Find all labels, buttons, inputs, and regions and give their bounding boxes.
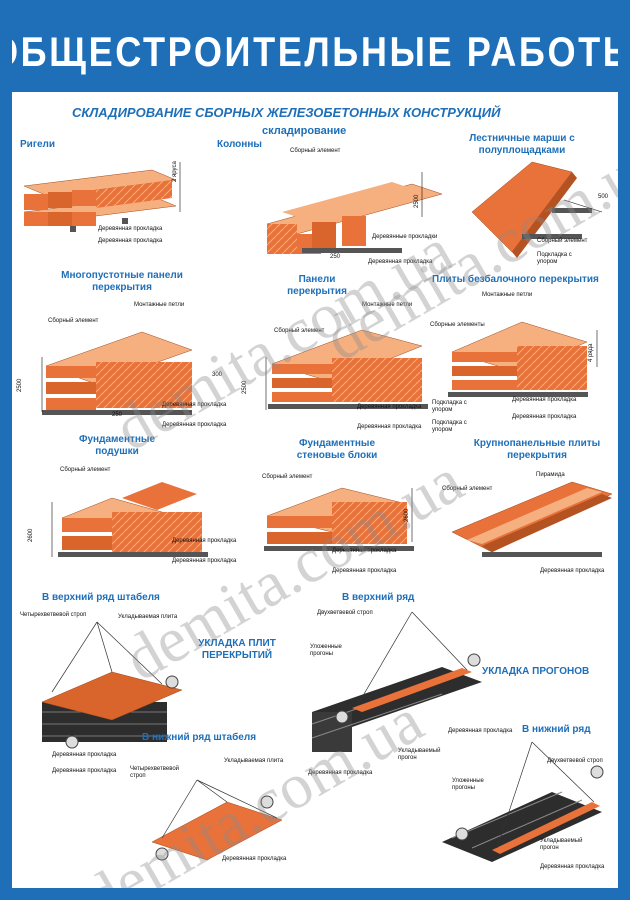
note-progony-top-3: Деревянная прокладка (448, 728, 513, 734)
note-podushki-2: Деревянная прокладка (172, 538, 237, 544)
note-bezbalochnye-2: Сборные элементы (430, 322, 485, 328)
pustotnye-stack (41, 331, 193, 415)
progony-top-scene (311, 611, 482, 752)
illustrations (23, 161, 613, 862)
note-pustotnye-1: Монтажные петли (134, 302, 185, 308)
note-bloki-2: Деревянная прокладка (332, 548, 397, 554)
paneli-stack (265, 329, 428, 410)
plity-bottom-row-label: В нижний ряд штабеля (142, 732, 257, 743)
label-bloki: Фундаментные стеновые блоки (296, 438, 378, 461)
note-progony-top-2: Уложенные прогоны (310, 644, 342, 657)
marshi-stack (471, 161, 603, 258)
dim-pustotnye-2: 300 (212, 372, 223, 378)
podushki-stack (51, 482, 208, 557)
note-marshi-2: Подкладка с упором (537, 252, 572, 265)
dim-podushki: 2600 (28, 528, 34, 542)
header-band: ОБЩЕСТРОИТЕЛЬНЫЕ РАБОТЫ (12, 12, 618, 92)
note-paneli-2: Сборный элемент (274, 328, 325, 334)
note-krupnopanelnye-3: Деревянная прокладка (540, 568, 605, 574)
note-paneli-3: Деревянная прокладка (357, 404, 422, 410)
note-progony-bottom-3: Укладываемый прогон (540, 838, 583, 851)
note-progony-bottom-4: Деревянная прокладка (540, 864, 605, 870)
progony-heading: УКЛАДКА ПРОГОНОВ (482, 666, 590, 677)
dim-kolonny-1: 2500 (414, 194, 420, 208)
note-progony-bottom-1: Двухветвевой строп (547, 758, 603, 764)
bezbalochnye-stack (448, 321, 598, 397)
dim-rigeli: 2 яруса (172, 161, 178, 182)
note-paneli-4: Деревянная прокладка (357, 424, 422, 430)
note-plity-bottom-1: Четырехветвевой строп (130, 766, 180, 779)
note-rigeli-2: Деревянная прокладка (98, 238, 163, 244)
note-pustotnye-4: Деревянная прокладка (162, 422, 227, 428)
plity-top-scene (41, 621, 183, 749)
label-pustotnye: Многопустотные панели перекрытия (61, 270, 183, 293)
krupnopanelnye-stack (451, 481, 613, 557)
note-kolonny-3: Деревянная прокладка (368, 259, 433, 265)
label-marshi: Лестничные марши с полуплощадками (469, 133, 575, 156)
dim-pustotnye-1: 2500 (17, 378, 23, 392)
note-pustotnye-2: Сборный элемент (48, 318, 99, 324)
note-bezbalochnye-3: Подкладка с упором (432, 400, 467, 413)
label-bezbalochnye: Плиты безбалочного перекрытия (432, 274, 599, 285)
note-paneli-1: Монтажные петли (362, 302, 413, 308)
note-progony-top-4: Укладываемый прогон (398, 748, 441, 761)
plity-top-row-label: В верхний ряд штабеля (42, 592, 160, 603)
note-progony-bottom-2: Уложенные прогоны (452, 778, 484, 791)
note-progony-top-1: Двухветвевой строп (317, 610, 373, 616)
note-marshi-1: Сборный элемент (537, 238, 588, 244)
rigeli-stack (23, 162, 181, 232)
note-bloki-3: Деревянная прокладка (332, 568, 397, 574)
note-plity-top-2: Укладываемая плита (118, 614, 178, 620)
kolonny-stack (266, 172, 443, 254)
sub-heading: складирование (262, 125, 347, 137)
note-kolonny-2: Деревянные прокладки (372, 234, 438, 240)
note-pustotnye-3: Деревянная прокладка (162, 402, 227, 408)
note-kolonny-1: Сборный элемент (290, 148, 341, 154)
note-podushki-3: Деревянная прокладка (172, 558, 237, 564)
note-bezbalochnye-6: Деревянная прокладка (512, 414, 577, 420)
note-plity-top-1: Четырехветвевой строп (20, 612, 87, 618)
note-bloki-1: Сборный элемент (262, 474, 313, 480)
note-bezbalochnye-1: Монтажные петли (482, 292, 533, 298)
poster-title: ОБЩЕСТРОИТЕЛЬНЫЕ РАБОТЫ (0, 28, 630, 75)
dim-pustotnye-3: 250 (112, 412, 123, 418)
label-kolonny: Колонны (217, 139, 262, 150)
plity-heading: УКЛАДКА ПЛИТ ПЕРЕКРЫТИЙ (198, 638, 276, 661)
bloki-stack (264, 487, 414, 551)
note-krupnopanelnye-1: Пирамида (536, 472, 565, 478)
subtitle: СКЛАДИРОВАНИЕ СБОРНЫХ ЖЕЛЕЗОБЕТОННЫХ КОН… (72, 105, 501, 120)
note-plity-bottom-3: Деревянная прокладка (222, 856, 287, 862)
note-podushki-1: Сборный элемент (60, 467, 111, 473)
dim-kolonny-2: 250 (330, 254, 341, 260)
label-krupnopanelnye: Крупнопанельные плиты перекрытия (473, 438, 601, 461)
label-paneli: Панели перекрытия (287, 274, 347, 297)
label-rigeli: Ригели (20, 139, 56, 150)
dim-bezbalochnye: 4 ряда (588, 343, 594, 362)
note-plity-top-4: Деревянная прокладка (52, 768, 117, 774)
plity-bottom-scene (151, 779, 283, 861)
progony-top-row-label: В верхний ряд (342, 592, 415, 603)
note-plity-bottom-2: Укладываемая плита (224, 758, 284, 764)
note-bezbalochnye-4: Подкладка с упором (432, 420, 467, 433)
dim-marshi: 500 (598, 194, 609, 200)
note-progony-top-5: Деревянная прокладка (308, 770, 373, 776)
note-plity-top-3: Деревянная прокладка (52, 752, 117, 758)
progony-bottom-row-label: В нижний ряд (522, 724, 591, 735)
note-bezbalochnye-5: Деревянная прокладка (512, 397, 577, 403)
note-rigeli-1: Деревянная прокладка (98, 226, 163, 232)
note-krupnopanelnye-2: Сборный элемент (442, 486, 493, 492)
label-podushki: Фундаментные подушки (78, 434, 156, 457)
progony-bottom-scene (442, 741, 604, 862)
